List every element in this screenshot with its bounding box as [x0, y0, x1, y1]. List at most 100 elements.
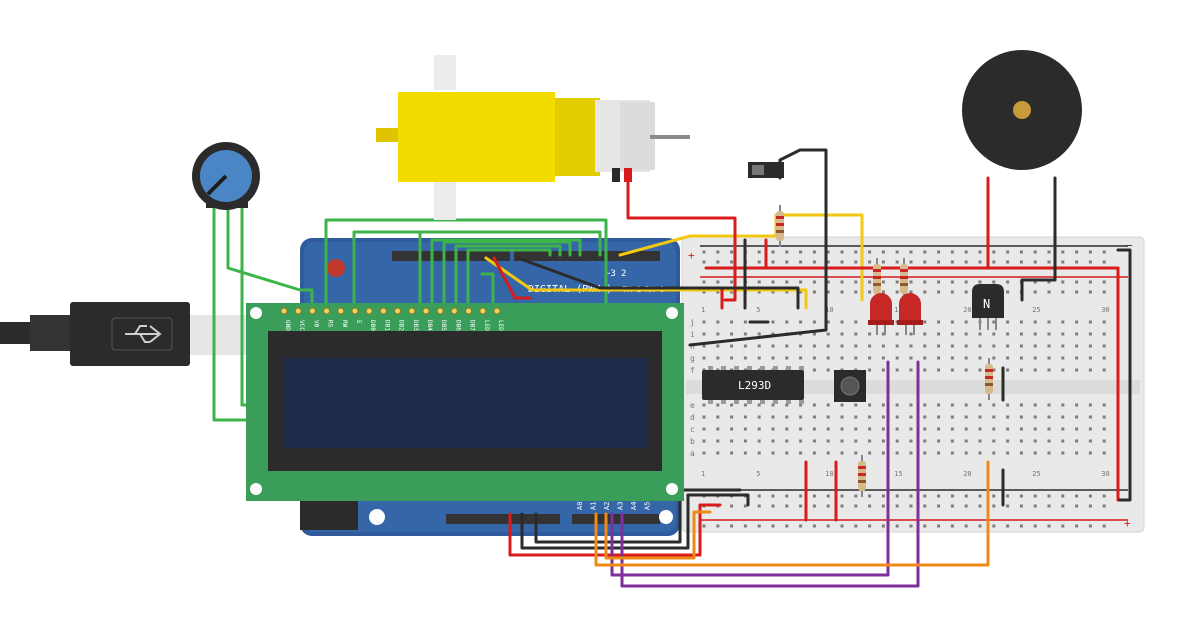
analog-pin-label: A0: [576, 502, 584, 510]
wire-green-6[interactable]: [454, 244, 562, 310]
wire-black-5[interactable]: [1116, 248, 1132, 502]
usb-icon: [111, 317, 173, 351]
potentiometer[interactable]: [192, 142, 260, 210]
lcd-pin[interactable]: [394, 307, 402, 315]
lcd-pin-label: DB1: [383, 320, 390, 331]
lcd-screen: [283, 358, 647, 448]
wire-green-2[interactable]: [352, 230, 602, 310]
digital-pin-3: ~3: [605, 269, 616, 279]
lcd-pin[interactable]: [323, 307, 331, 315]
wire-red-6[interactable]: [508, 503, 722, 557]
lcd-pin[interactable]: [450, 307, 458, 315]
lcd-pin[interactable]: [308, 307, 316, 315]
wire-black-9[interactable]: [534, 488, 742, 544]
wire-green-4[interactable]: [430, 238, 582, 310]
analog-pin-label: A4: [630, 502, 638, 510]
resistor-1: [776, 205, 784, 247]
row-letter: i: [690, 330, 695, 339]
dc-motor[interactable]: [376, 55, 690, 220]
rail-plus-bottom: +: [1124, 517, 1131, 530]
wire-green-7[interactable]: [466, 248, 552, 310]
analog-pin-label: A5: [644, 502, 652, 510]
lcd-pin[interactable]: [465, 307, 473, 315]
row-letter: d: [690, 413, 695, 422]
column-number: 1: [701, 470, 705, 478]
wire-purple-2[interactable]: [620, 360, 920, 588]
lcd-pin-label: V0: [312, 320, 319, 328]
row-letter: c: [690, 425, 695, 434]
lcd-pin-label: DB2: [398, 320, 405, 331]
ic-label: L293D: [738, 379, 771, 392]
wire-purple-1[interactable]: [610, 360, 890, 577]
lcd-pin-label: E: [355, 320, 362, 324]
lcd-pin[interactable]: [422, 307, 430, 315]
l293d-ic[interactable]: L293D: [702, 366, 804, 404]
column-number: 20: [963, 306, 971, 314]
push-button[interactable]: [834, 370, 866, 402]
resistor-2: [873, 258, 881, 300]
row-letter: h: [690, 342, 695, 351]
wire-yellow-2[interactable]: [484, 256, 808, 310]
resistor-3: [900, 258, 908, 300]
wire-red-2[interactable]: [492, 256, 532, 300]
power-jack: [300, 500, 358, 530]
lcd-pin[interactable]: [408, 307, 416, 315]
lcd-pin[interactable]: [337, 307, 345, 315]
wire-orange-1[interactable]: [594, 460, 990, 567]
lcd-pin-label: VCC: [298, 320, 305, 331]
column-number: 30: [1101, 306, 1109, 314]
analog-pin-label: A1: [590, 502, 598, 510]
led-red-2: [897, 293, 923, 335]
lcd-pin-label: DB5: [440, 320, 447, 331]
reset-button[interactable]: [327, 259, 345, 277]
wire-red-1[interactable]: [626, 178, 737, 302]
wire-orange-2[interactable]: [604, 510, 712, 560]
wire-green-8[interactable]: [480, 272, 495, 310]
lcd-pin[interactable]: [479, 307, 487, 315]
row-letter: f: [690, 366, 695, 375]
wire-black-1[interactable]: [516, 256, 800, 310]
lcd-pin-label: RS: [327, 320, 334, 328]
resistor-5: [858, 455, 866, 497]
slide-switch[interactable]: [748, 162, 784, 178]
npn-transistor: N: [972, 284, 1004, 330]
column-number: 10: [825, 306, 833, 314]
row-letter: b: [690, 437, 695, 446]
column-number: 20: [963, 470, 971, 478]
led-red-1: [868, 293, 894, 335]
lcd-pin[interactable]: [493, 307, 501, 315]
lcd-pin-label: LED: [483, 320, 490, 331]
analog-pin-label: A2: [603, 502, 611, 510]
lcd-pin[interactable]: [379, 307, 387, 315]
piezo-buzzer[interactable]: [962, 50, 1082, 170]
digital-pin-2: 2: [621, 269, 626, 279]
lcd-pin-label: DB6: [454, 320, 461, 331]
wire-green-1[interactable]: [324, 218, 608, 310]
wire-pot-2[interactable]: [226, 206, 314, 310]
column-number: 30: [1101, 470, 1109, 478]
lcd-pin-label: DB0: [369, 320, 376, 331]
lcd-pin[interactable]: [351, 307, 359, 315]
wire-black-8[interactable]: [520, 493, 750, 550]
column-number: 25: [1032, 470, 1040, 478]
lcd-pin-label: DB4: [426, 320, 433, 331]
wire-green-5[interactable]: [442, 240, 572, 310]
column-number: 15: [894, 306, 902, 314]
wire-pot-1[interactable]: [212, 203, 248, 422]
row-letter: j: [690, 318, 695, 327]
row-letter: g: [690, 354, 695, 363]
row-letter: a: [690, 449, 695, 458]
column-number: 15: [894, 470, 902, 478]
column-number: 25: [1032, 306, 1040, 314]
lcd-pin[interactable]: [436, 307, 444, 315]
lcd-pin[interactable]: [365, 307, 373, 315]
wire-black-4[interactable]: [1020, 176, 1057, 302]
lcd-pin[interactable]: [280, 307, 288, 315]
lcd-pin[interactable]: [294, 307, 302, 315]
wire-pot-3[interactable]: [240, 203, 248, 407]
lcd-pin-label: GND: [284, 320, 291, 331]
